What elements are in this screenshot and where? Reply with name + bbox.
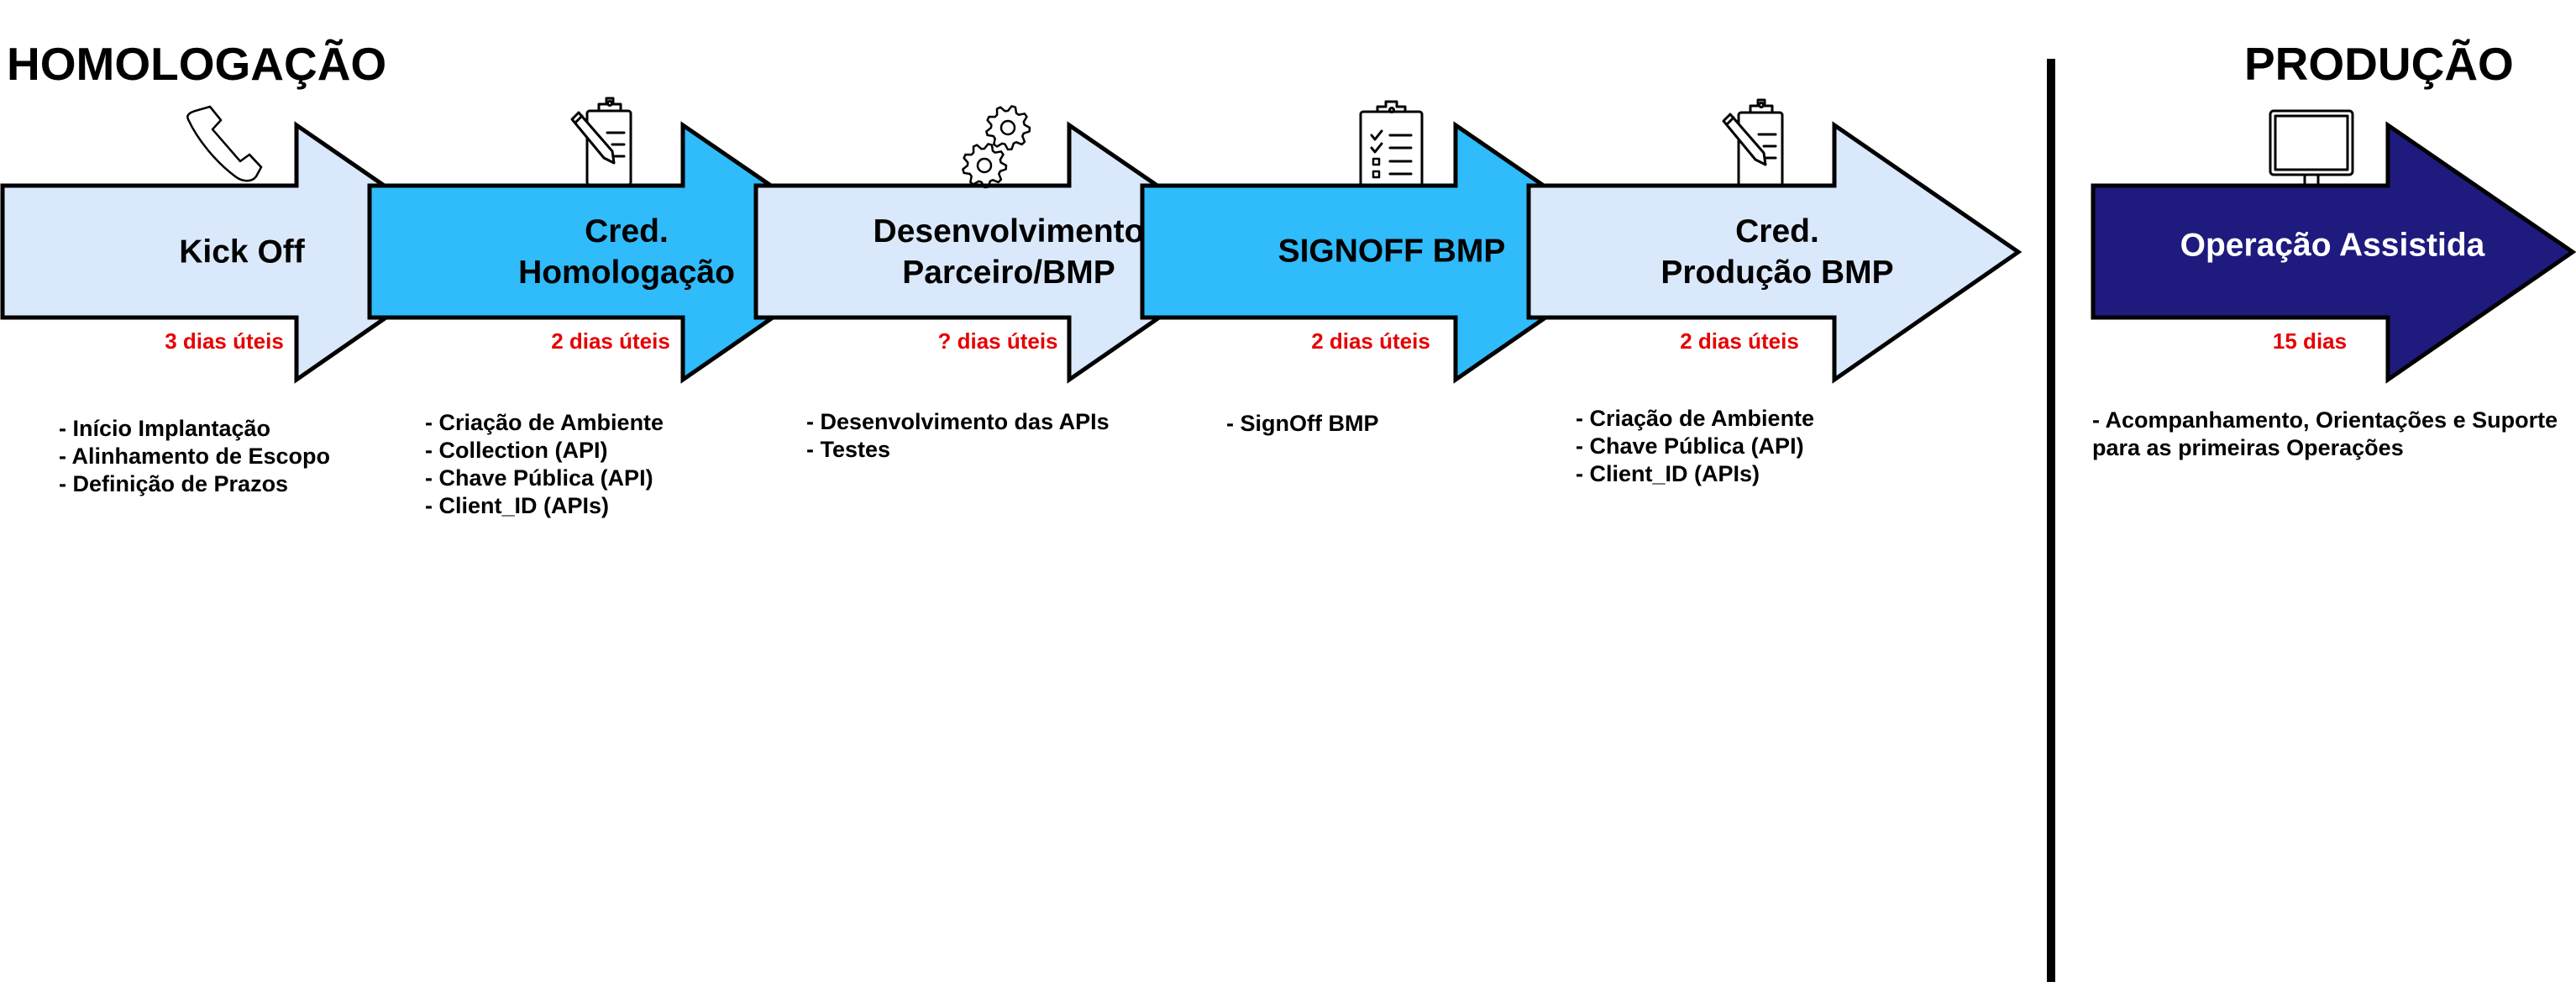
task-list-cred-producao: - Criação de Ambiente - Chave Pública (A…: [1576, 405, 1814, 488]
task-list-kickoff: - Início Implantação - Alinhamento de Es…: [59, 415, 330, 498]
task-item: - SignOff BMP: [1226, 411, 1379, 436]
phone-icon: [186, 105, 263, 182]
duration-desenvolvimento: ? dias úteis: [937, 328, 1058, 354]
step-label-cred-homologacao: Cred. Homologação: [518, 211, 735, 293]
duration-cred-homologacao: 2 dias úteis: [551, 328, 670, 354]
step-label-line: Kick Off: [179, 234, 305, 270]
task-item: - Início Implantação: [59, 416, 271, 441]
phase-divider: [2047, 59, 2055, 982]
task-item: - Chave Pública (API): [425, 465, 653, 491]
duration-kickoff: 3 dias úteis: [165, 328, 284, 354]
task-item: - Definição de Prazos: [59, 471, 289, 496]
step-label-line: Operação Assistida: [2180, 227, 2485, 264]
section-title-homologacao: HOMOLOGAÇÃO: [7, 38, 387, 90]
duration-operacao-assistida: 15 dias: [2272, 328, 2348, 354]
task-item: - Criação de Ambiente: [1576, 406, 1815, 431]
step-label-line: Cred.: [1735, 213, 1819, 249]
clipboard-pencil-icon: [570, 97, 632, 186]
task-list-operacao-assistida: - Acompanhamento, Orientações e Suporte …: [2092, 407, 2558, 462]
task-item: - Chave Pública (API): [1576, 433, 1804, 459]
section-title-producao: PRODUÇÃO: [2244, 38, 2514, 90]
step-label-line: Homologação: [518, 255, 735, 291]
step-arrow-operacao-assistida: [2091, 121, 2576, 384]
task-list-cred-homologacao: - Criação de Ambiente - Collection (API)…: [425, 409, 664, 520]
step-label-signoff: SIGNOFF BMP: [1278, 231, 1506, 272]
checklist-icon: [1359, 100, 1424, 187]
step-label-cred-producao: Cred. Produção BMP: [1660, 211, 1893, 293]
task-list-signoff: - SignOff BMP: [1226, 410, 1378, 438]
step-label-line: Cred.: [585, 213, 669, 249]
step-label-kickoff: Kick Off: [179, 232, 305, 273]
task-item: - Desenvolvimento das APIs: [806, 409, 1110, 434]
step-arrow-cred-producao: [1526, 121, 2023, 384]
step-label-line: Desenvolvimento: [873, 213, 1145, 249]
task-item: - Collection (API): [425, 438, 608, 463]
task-item: - Acompanhamento, Orientações e Suporte: [2092, 407, 2558, 433]
task-item: - Testes: [806, 437, 891, 462]
step-label-desenvolvimento: Desenvolvimento Parceiro/BMP: [874, 211, 1145, 293]
task-item: - Client_ID (APIs): [425, 493, 610, 518]
task-item: para as primeiras Operações: [2092, 435, 2404, 460]
gears-icon: [962, 105, 1031, 189]
step-label-line: Produção BMP: [1660, 255, 1894, 291]
duration-cred-producao: 2 dias úteis: [1680, 328, 1799, 354]
step-label-line: SIGNOFF BMP: [1278, 233, 1506, 270]
step-label-line: Parceiro/BMP: [902, 255, 1115, 291]
step-label-operacao-assistida: Operação Assistida: [2180, 225, 2485, 266]
task-item: - Client_ID (APIs): [1576, 461, 1760, 486]
clipboard-pencil-icon: [1722, 98, 1784, 188]
task-item: - Criação de Ambiente: [425, 410, 664, 435]
task-item: - Alinhamento de Escopo: [59, 444, 331, 469]
monitor-icon: [2269, 109, 2354, 186]
task-list-desenvolvimento: - Desenvolvimento das APIs - Testes: [806, 408, 1110, 464]
duration-signoff: 2 dias úteis: [1311, 328, 1430, 354]
